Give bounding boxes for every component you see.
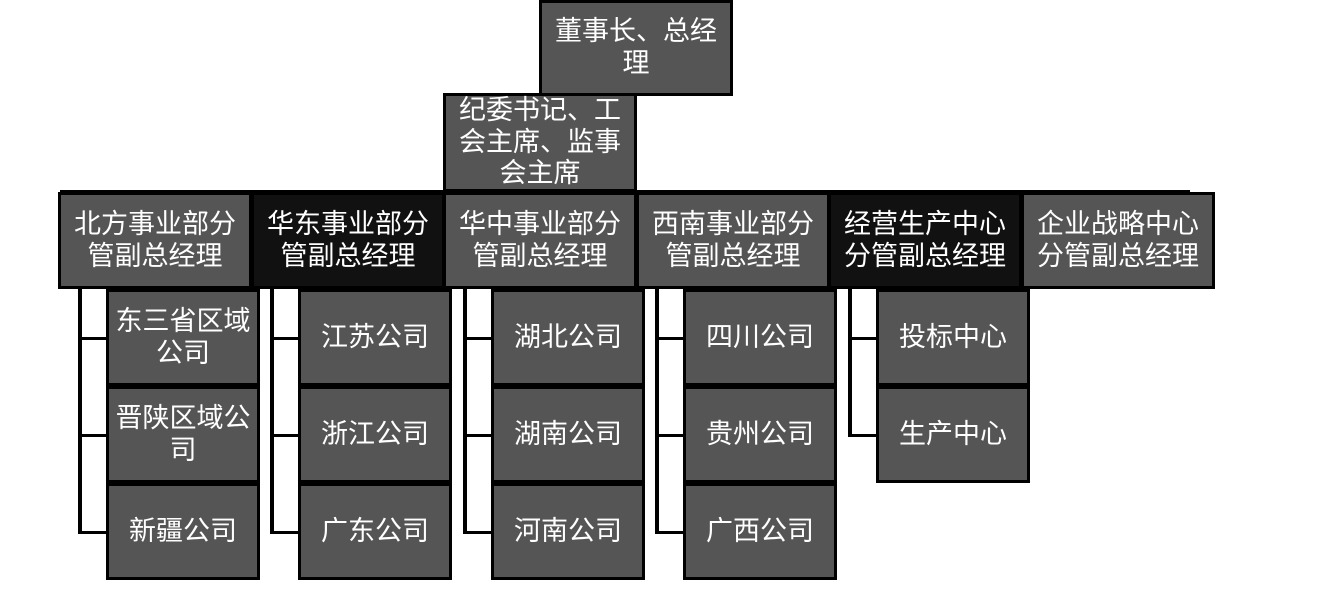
- connector-line: [463, 337, 493, 340]
- dept-box-east: 华东事业部分管副总经理: [251, 192, 445, 289]
- company-box: 广东公司: [298, 483, 452, 580]
- connector-line: [78, 288, 82, 533]
- company-box: 河南公司: [491, 483, 645, 580]
- dept-label: 经营生产中心分管副总经理: [844, 208, 1006, 272]
- discipline-label: 纪委书记、工会主席、监事会主席: [459, 94, 621, 190]
- connector-line: [78, 531, 108, 534]
- company-box: 东三省区域公司: [106, 289, 260, 386]
- company-box: 浙江公司: [298, 386, 452, 483]
- connector-line: [848, 337, 878, 340]
- company-label: 生产中心: [899, 418, 1007, 450]
- company-label: 贵州公司: [706, 418, 814, 450]
- connector-line: [655, 531, 685, 534]
- discipline-box: 纪委书记、工会主席、监事会主席: [443, 93, 637, 192]
- connector-line: [655, 337, 685, 340]
- company-label: 东三省区域公司: [115, 305, 251, 369]
- company-box: 新疆公司: [106, 483, 260, 580]
- connector-line: [78, 337, 108, 340]
- company-box: 湖南公司: [491, 386, 645, 483]
- dept-box-central: 华中事业部分管副总经理: [443, 192, 637, 289]
- company-box: 湖北公司: [491, 289, 645, 386]
- dept-box-southwest: 西南事业部分管副总经理: [636, 192, 830, 289]
- connector-line: [655, 288, 659, 533]
- company-label: 晋陕区域公司: [115, 402, 251, 466]
- connector-line: [848, 434, 878, 437]
- company-label: 广东公司: [321, 515, 429, 547]
- chairman-label: 董事长、总经理: [555, 16, 717, 79]
- company-box: 广西公司: [683, 483, 837, 580]
- dept-box-strategy: 企业战略中心分管副总经理: [1021, 192, 1215, 289]
- company-box: 四川公司: [683, 289, 837, 386]
- dept-box-north: 北方事业部分管副总经理: [58, 192, 252, 289]
- company-box: 贵州公司: [683, 386, 837, 483]
- dept-label: 华东事业部分管副总经理: [267, 208, 429, 272]
- connector-line: [270, 337, 300, 340]
- company-label: 江苏公司: [321, 321, 429, 353]
- company-label: 四川公司: [706, 321, 814, 353]
- dept-label: 华中事业部分管副总经理: [459, 208, 621, 272]
- company-label: 河南公司: [514, 515, 622, 547]
- connector-line: [463, 434, 493, 437]
- connector-line: [463, 288, 467, 533]
- company-box: 生产中心: [876, 386, 1030, 483]
- connector-line: [270, 288, 274, 533]
- company-label: 浙江公司: [321, 418, 429, 450]
- dept-box-production: 经营生产中心分管副总经理: [828, 192, 1022, 289]
- connector-line: [270, 531, 300, 534]
- connector-line: [848, 288, 852, 436]
- dept-label: 北方事业部分管副总经理: [74, 208, 236, 272]
- connector-line: [270, 434, 300, 437]
- company-label: 新疆公司: [129, 515, 237, 547]
- chairman-box: 董事长、总经理: [539, 0, 733, 96]
- company-label: 投标中心: [899, 321, 1007, 353]
- company-box: 投标中心: [876, 289, 1030, 386]
- company-label: 湖北公司: [514, 321, 622, 353]
- dept-label: 西南事业部分管副总经理: [652, 208, 814, 272]
- connector-line: [655, 434, 685, 437]
- company-label: 广西公司: [706, 515, 814, 547]
- company-box: 晋陕区域公司: [106, 386, 260, 483]
- connector-line: [463, 531, 493, 534]
- dept-label: 企业战略中心分管副总经理: [1037, 208, 1199, 272]
- company-label: 湖南公司: [514, 418, 622, 450]
- company-box: 江苏公司: [298, 289, 452, 386]
- connector-line: [78, 434, 108, 437]
